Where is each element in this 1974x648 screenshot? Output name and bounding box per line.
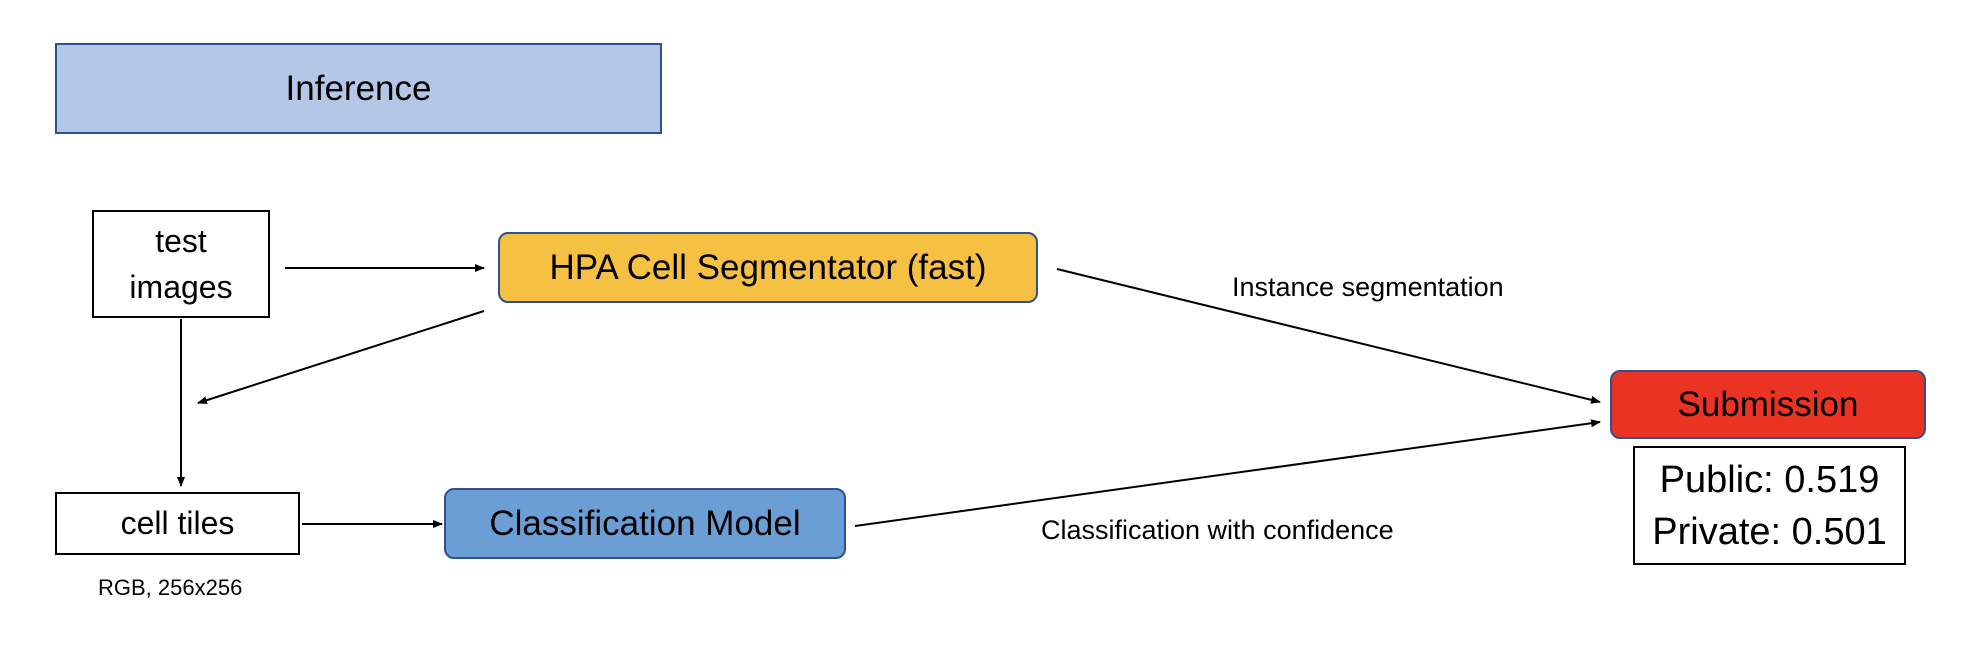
scores-box: Public: 0.519 Private: 0.501 xyxy=(1633,446,1906,565)
cell-tiles-label: cell tiles xyxy=(120,505,235,541)
arrow-classification-to-submission xyxy=(854,419,1601,527)
public-score: Public: 0.519 xyxy=(1659,458,1880,501)
diagram-title: Inference xyxy=(55,43,662,134)
private-score: Private: 0.501 xyxy=(1652,510,1887,553)
arrow-segmentator-to-submission xyxy=(1056,268,1601,404)
submission-node: Submission xyxy=(1610,370,1926,439)
cell-tiles-note: RGB, 256x256 xyxy=(98,575,243,600)
classification-model-label: Classification Model xyxy=(489,503,801,543)
arrow-segmentator-to-tiles xyxy=(197,310,485,405)
classification-confidence-label: Classification with confidence xyxy=(1041,515,1394,545)
diagram-title-text: Inference xyxy=(285,68,432,108)
submission-label: Submission xyxy=(1677,384,1859,424)
test-images-node: test images xyxy=(92,210,270,318)
cell-tiles-node: cell tiles xyxy=(55,492,300,555)
classification-model-node: Classification Model xyxy=(444,488,846,559)
segmentator-node: HPA Cell Segmentator (fast) xyxy=(498,232,1038,303)
segmentator-label: HPA Cell Segmentator (fast) xyxy=(549,247,987,287)
test-images-line-2: images xyxy=(129,269,233,305)
test-images-line-1: test xyxy=(155,223,207,259)
instance-segmentation-label: Instance segmentation xyxy=(1232,272,1504,302)
